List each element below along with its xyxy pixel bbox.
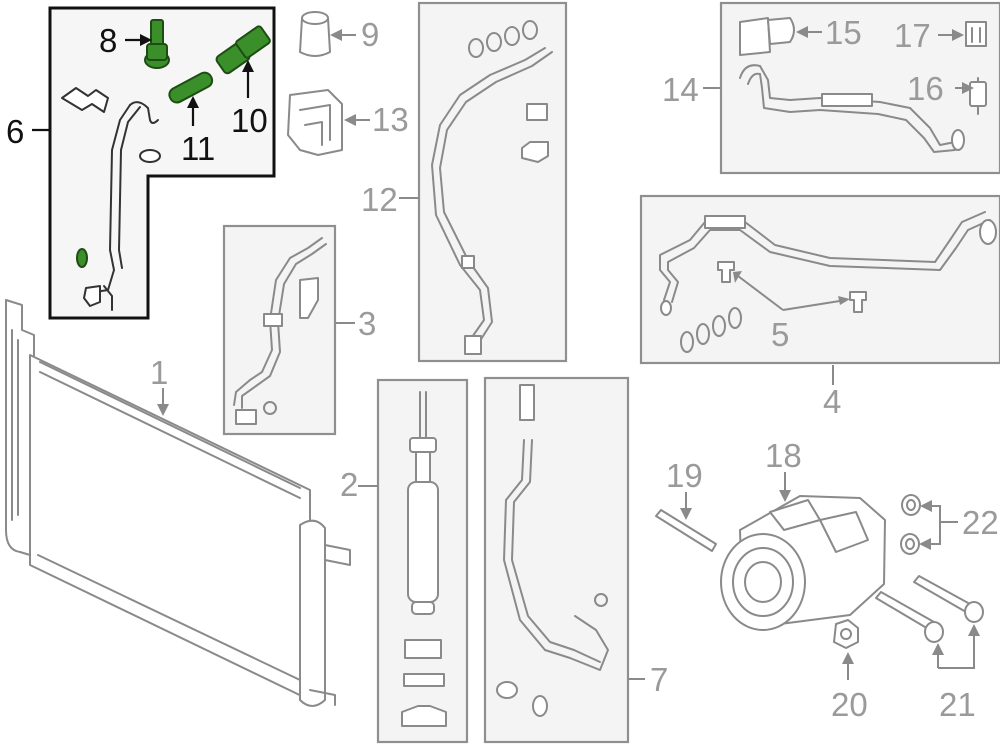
part-3-hose[interactable] — [233, 237, 327, 425]
part-11-valve-highlighted[interactable] — [167, 70, 215, 105]
part-12-hose[interactable] — [431, 20, 553, 355]
callout-13: 13 — [372, 101, 409, 138]
part-9-cap[interactable] — [299, 11, 331, 57]
suction-hose-part[interactable] — [83, 101, 159, 311]
callout-15: 15 — [825, 14, 862, 51]
callout-11: 11 — [181, 130, 215, 167]
callout-2: 2 — [340, 466, 358, 503]
panel-6-highlighted[interactable] — [48, 6, 276, 320]
callout-5: 5 — [771, 316, 789, 353]
part-19-pin[interactable] — [655, 509, 717, 552]
callout-9: 9 — [361, 16, 379, 53]
callout-19: 19 — [666, 457, 703, 494]
callout-4: 4 — [823, 383, 841, 420]
callout-18: 18 — [765, 437, 802, 474]
valve-core-small[interactable] — [76, 248, 88, 268]
callout-14: 14 — [662, 71, 699, 108]
part-17-clip[interactable] — [965, 21, 987, 47]
condenser-part[interactable] — [5, 299, 351, 707]
callout-16: 16 — [907, 70, 944, 107]
o-ring-part[interactable] — [139, 149, 161, 163]
part-14-hose[interactable] — [739, 64, 965, 153]
part-18-compressor[interactable] — [720, 495, 886, 631]
part-15-fitting[interactable] — [739, 17, 795, 56]
part-21-bolts[interactable] — [875, 575, 984, 643]
callout-22: 22 — [962, 504, 999, 541]
part-2-drier[interactable] — [401, 391, 447, 727]
callout-8: 8 — [99, 22, 117, 59]
panel-12[interactable] — [417, 1, 568, 363]
part-13-bracket[interactable] — [287, 89, 343, 156]
callout-20: 20 — [831, 686, 868, 723]
part-7-line[interactable] — [496, 384, 609, 717]
clamp-part[interactable] — [61, 87, 109, 113]
callout-7: 7 — [650, 661, 668, 698]
callout-6: 6 — [6, 113, 24, 150]
callout-10: 10 — [231, 102, 268, 139]
part-20-nut[interactable] — [833, 619, 859, 649]
panel-4[interactable] — [639, 194, 1000, 365]
part-5-bolts[interactable] — [717, 261, 867, 313]
callout-17: 17 — [894, 17, 931, 54]
part-8-bolt-highlighted[interactable] — [144, 19, 170, 69]
callout-21: 21 — [939, 686, 976, 723]
part-22-washers[interactable] — [900, 494, 921, 555]
part-10-valve-highlighted[interactable] — [215, 25, 271, 75]
callout-3: 3 — [358, 305, 376, 342]
callout-1: 1 — [150, 354, 168, 391]
part-4-tube[interactable] — [659, 211, 997, 353]
callout-12: 12 — [361, 181, 398, 218]
